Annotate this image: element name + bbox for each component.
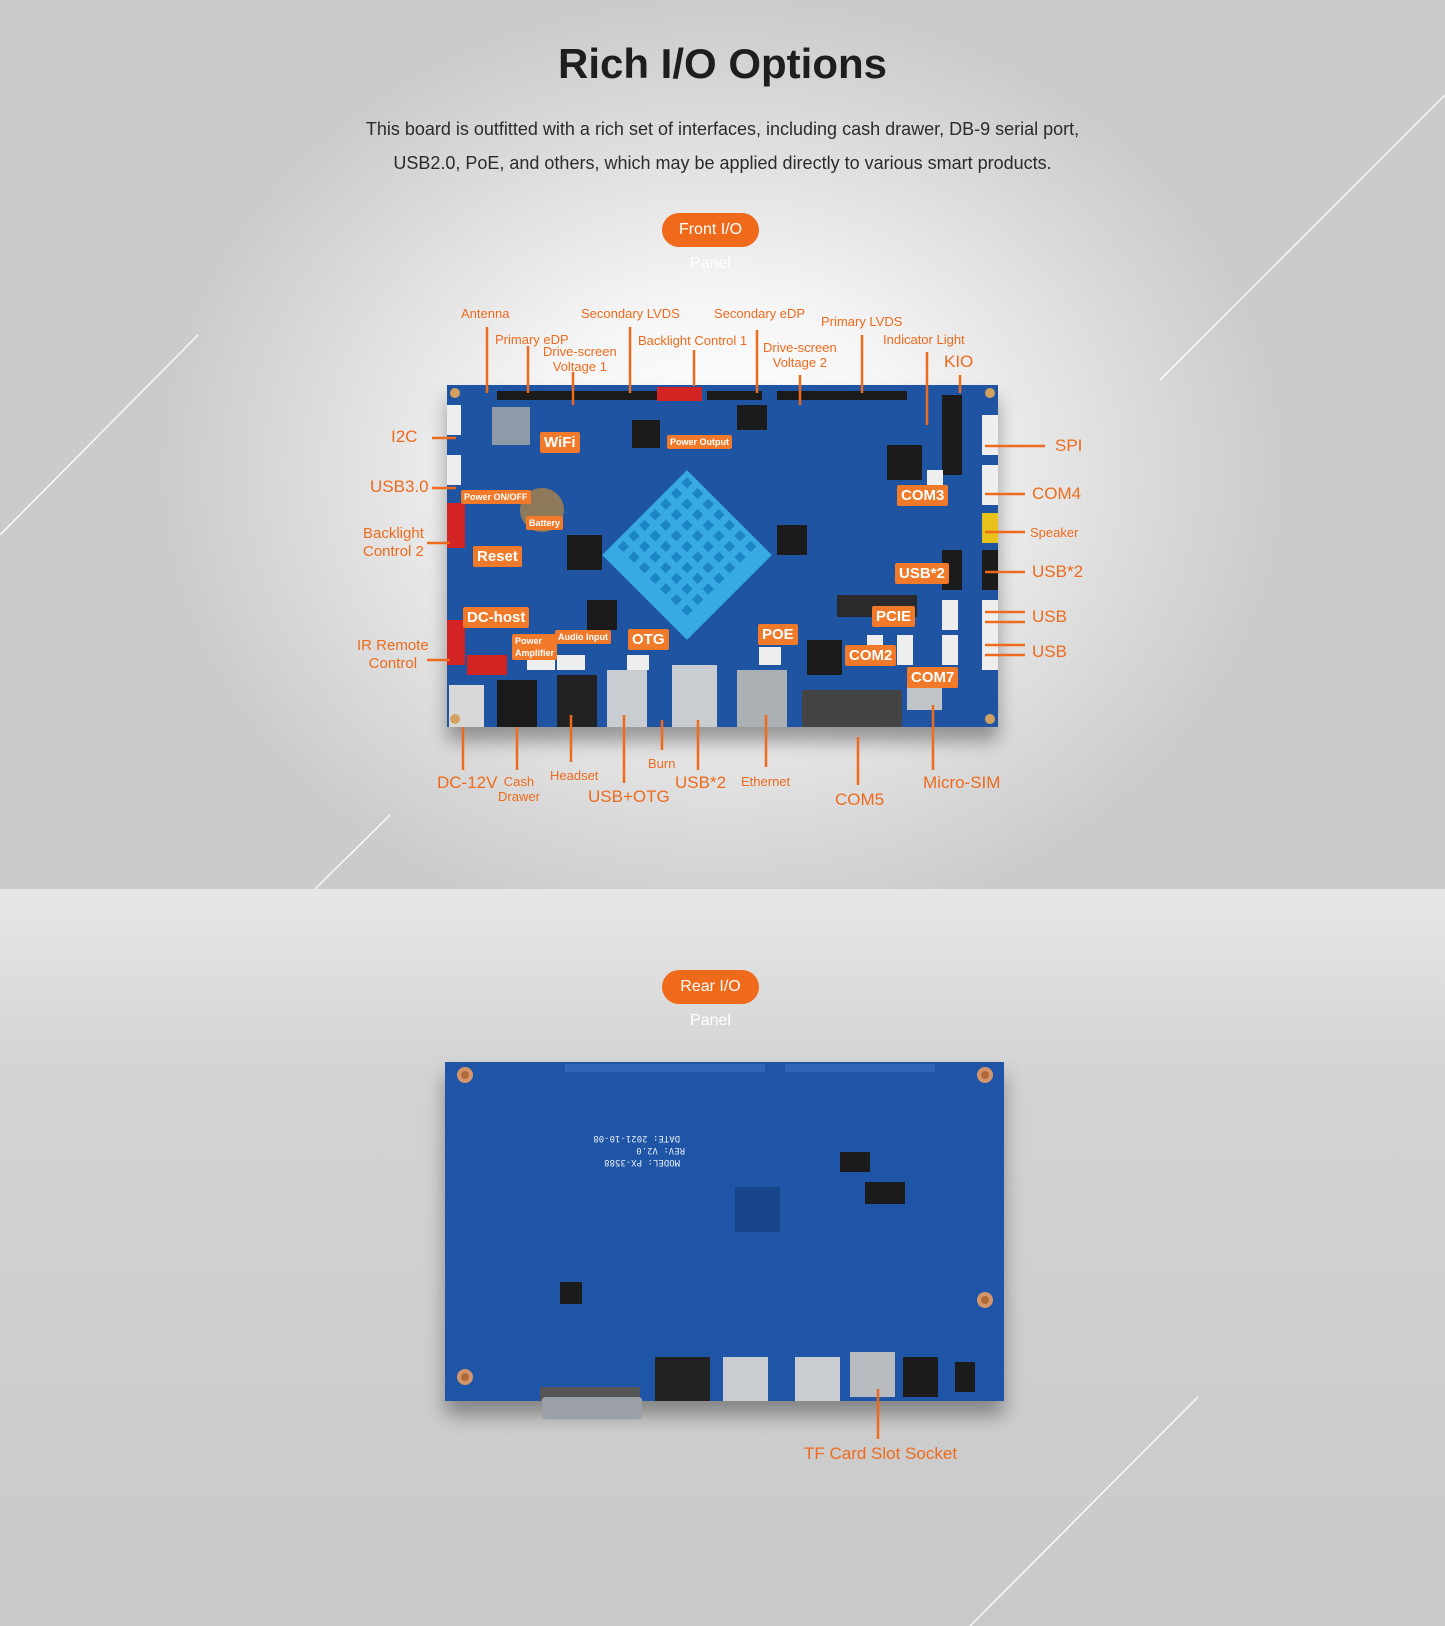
front-section: Rich I/O Options This board is outfitted… bbox=[0, 0, 1445, 889]
page-description: This board is outfitted with a rich set … bbox=[365, 119, 1080, 173]
label-secondary-edp: Secondary eDP bbox=[714, 306, 806, 321]
label-dc12v: DC-12V bbox=[437, 773, 498, 792]
label-primary-lvds: Primary LVDS bbox=[821, 314, 903, 329]
front-leader-lines bbox=[427, 327, 1045, 785]
decorative-lines bbox=[0, 94, 1445, 889]
label-ethernet: Ethernet bbox=[741, 774, 791, 789]
rear-board-graphic: MODEL: PX-3588 REV: V2.0 DATE: 2021-10-0… bbox=[445, 1062, 1004, 1401]
label-micro-sim: Micro-SIM bbox=[923, 773, 1001, 792]
label-indicator-light: Indicator Light bbox=[883, 332, 965, 347]
label-primary-edp: Primary eDP bbox=[495, 332, 569, 347]
silk-model: MODEL: PX-3588 bbox=[604, 1157, 680, 1167]
label-usb-right-1: USB bbox=[1032, 607, 1067, 626]
tag-otg: OTG bbox=[628, 629, 669, 650]
label-secondary-lvds: Secondary LVDS bbox=[581, 306, 680, 321]
decorative-lines-rear bbox=[969, 1396, 1199, 1626]
rear-section: Rear I/O Panel MODEL: PX-3588 REV: V2.0 … bbox=[0, 889, 1445, 1626]
tag-com2: COM2 bbox=[845, 645, 897, 666]
tag-power-on-off: Power ON/OFF bbox=[461, 490, 531, 504]
label-kio: KIO bbox=[944, 352, 974, 371]
label-i2c: I2C bbox=[391, 427, 418, 446]
rear-db9-connector bbox=[542, 1397, 642, 1419]
front-panel-badge[interactable]: Front I/O Panel bbox=[662, 213, 759, 272]
tag-audio-input: Audio Input bbox=[555, 630, 611, 644]
tag-com7: COM7 bbox=[907, 667, 959, 688]
label-com4: COM4 bbox=[1032, 484, 1082, 503]
tag-usb2: USB*2 bbox=[895, 563, 949, 584]
tag-dc-host: DC-host bbox=[463, 607, 530, 628]
label-speaker: Speaker bbox=[1030, 525, 1079, 540]
label-backlight-control-2: Backlight Control 2 bbox=[363, 525, 424, 560]
label-tf-card-slot: TF Card Slot Socket bbox=[804, 1444, 958, 1463]
label-cash-drawer: Cash Drawer bbox=[498, 774, 540, 804]
front-board-graphic bbox=[447, 385, 998, 727]
silk-date: DATE: 2021-10-08 bbox=[593, 1133, 680, 1143]
page-title: Rich I/O Options bbox=[557, 40, 887, 87]
label-backlight-control-1: Backlight Control 1 bbox=[638, 333, 748, 348]
label-com5: COM5 bbox=[835, 790, 885, 809]
label-burn: Burn bbox=[648, 756, 676, 771]
label-usb30: USB3.0 bbox=[370, 477, 429, 496]
rear-panel-badge[interactable]: Rear I/O Panel bbox=[662, 970, 759, 1029]
tag-com3: COM3 bbox=[897, 485, 949, 506]
rear-board-image: MODEL: PX-3588 REV: V2.0 DATE: 2021-10-0… bbox=[445, 1062, 1004, 1401]
rear-leader-lines bbox=[876, 1389, 880, 1439]
silk-rev: REV: V2.0 bbox=[636, 1145, 685, 1155]
tag-pcie: PCIE bbox=[872, 606, 916, 627]
tag-poe: POE bbox=[758, 624, 798, 645]
tag-wifi: WiFi bbox=[540, 432, 580, 453]
tag-reset: Reset bbox=[473, 546, 522, 567]
label-ir-remote-control: IR Remote Control bbox=[357, 637, 429, 672]
label-drive-screen-voltage-2: Drive-screen Voltage 2 bbox=[763, 340, 837, 370]
label-usb-right-2: USB bbox=[1032, 642, 1067, 661]
label-drive-screen-voltage-1: Drive-screen Voltage 1 bbox=[543, 344, 617, 374]
tag-battery: Battery bbox=[526, 516, 564, 530]
label-headset: Headset bbox=[550, 768, 599, 783]
front-board-image bbox=[447, 385, 998, 727]
tag-power-amplifier: Power Amplifier bbox=[512, 634, 558, 660]
label-spi: SPI bbox=[1055, 436, 1083, 455]
label-antenna: Antenna bbox=[461, 306, 510, 321]
tag-power-output: Power Output bbox=[667, 435, 732, 449]
label-usb-otg: USB+OTG bbox=[588, 787, 670, 806]
label-usb2-bottom: USB*2 bbox=[675, 773, 727, 792]
label-usb2-right: USB*2 bbox=[1032, 562, 1084, 581]
